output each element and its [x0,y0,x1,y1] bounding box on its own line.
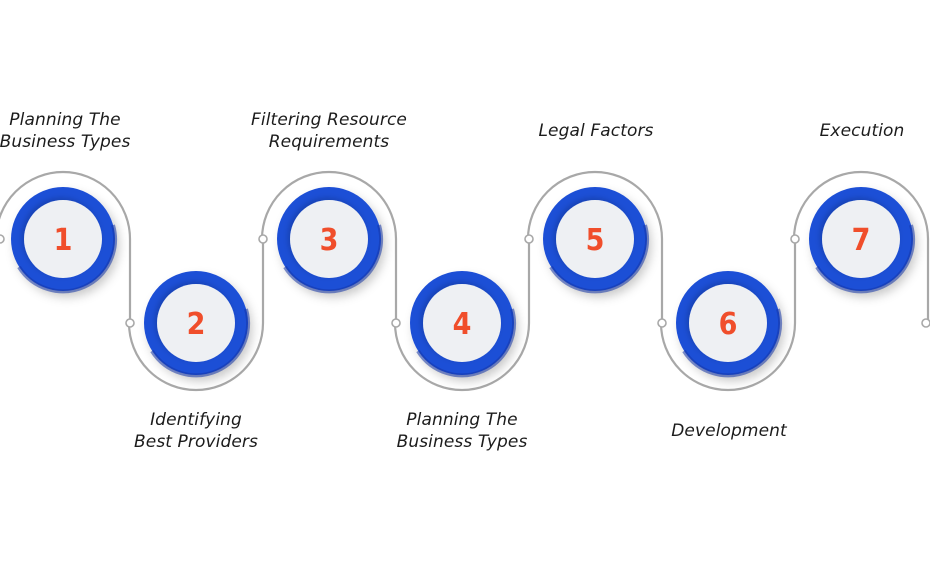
step-6-ring-shade [682,308,782,378]
step-6-label-line-1: Development [671,421,787,441]
connector-joint-dot [657,318,667,328]
step-6-disc [689,284,767,362]
step-4-ring-shade [416,308,516,378]
step-5-node: 5 [543,187,649,294]
step-7-label: Execution [762,120,930,142]
step-1-node: 1 [11,187,117,294]
connector-joint-dot [0,234,5,244]
step-1-ring-shade [17,224,117,294]
step-1-label-line-1: Planning The [9,110,121,130]
connector-joint-dot [391,318,401,328]
step-5-number: 5 [586,223,605,258]
step-3-ring-shade [283,224,383,294]
step-2-label-line-2: Best Providers [134,432,258,452]
step-7-label-line-1: Execution [819,121,905,141]
step-1-number: 1 [54,223,73,258]
step-2-number: 2 [187,307,206,342]
step-7-disc [822,200,900,278]
connector-joint-dot [125,318,135,328]
step-2-label: Identifying Best Providers [96,409,296,453]
step-6-number: 6 [719,307,738,342]
step-4-label-line-1: Planning The [406,410,518,430]
step-4-label-line-2: Business Types [396,432,528,452]
connector-joint-dot [790,234,800,244]
connector-joint-dot [524,234,534,244]
step-1-label-line-2: Business Types [0,132,131,152]
connector-line [0,170,930,392]
step-2-node: 2 [144,271,250,378]
step-2-disc [157,284,235,362]
step-4-number: 4 [453,307,472,342]
step-7-number: 7 [852,223,871,258]
step-1-disc [24,200,102,278]
step-5-ring-shade [549,224,649,294]
step-3-node: 3 [277,187,383,294]
step-6-node: 6 [676,271,782,378]
step-4-label: Planning The Business Types [362,409,562,453]
step-7-node: 7 [809,187,915,294]
step-3-number: 3 [320,223,339,258]
step-1-label: Planning The Business Types [0,109,165,153]
step-4-disc [423,284,501,362]
step-5-label: Legal Factors [496,120,696,142]
connector-joint-dot [258,234,268,244]
step-2-ring-shade [150,308,250,378]
step-5-disc [556,200,634,278]
step-5-label-line-1: Legal Factors [538,121,654,141]
step-3-label-line-2: Requirements [268,132,390,152]
step-3-label: Filtering Resource Requirements [229,109,429,153]
connector-joint-dot [921,318,930,328]
step-7-ring-shade [815,224,915,294]
step-2-label-line-1: Identifying [150,410,242,430]
step-4-node: 4 [410,271,516,378]
step-3-label-line-1: Filtering Resource [251,110,407,130]
step-3-disc [290,200,368,278]
step-6-label: Development [629,420,829,442]
